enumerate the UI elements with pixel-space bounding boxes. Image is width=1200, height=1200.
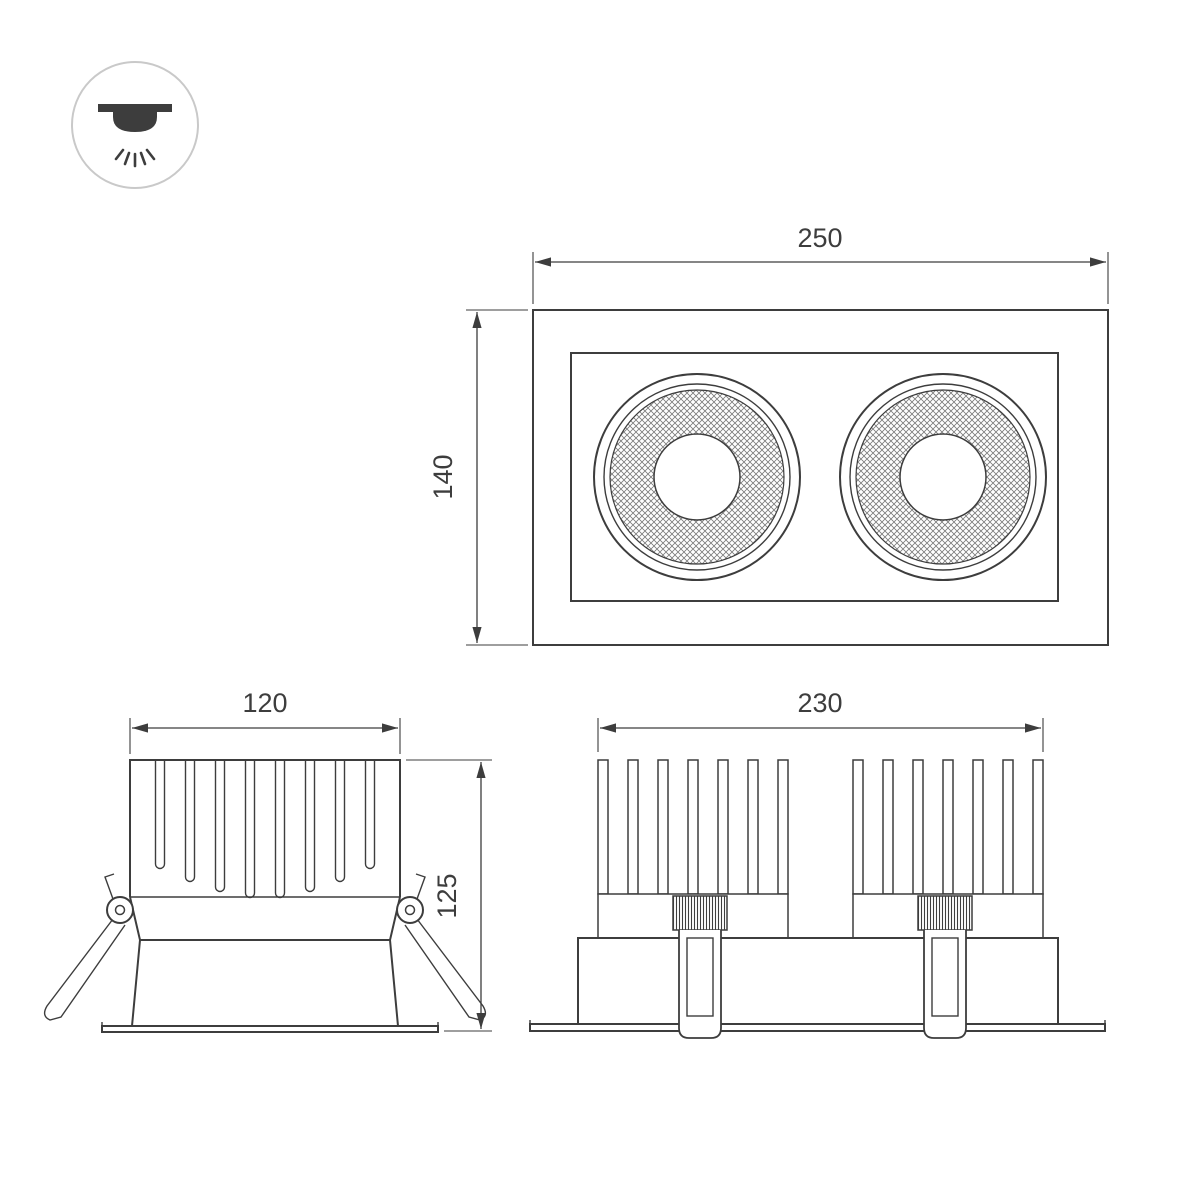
dimension-side-width: 120 bbox=[129, 688, 401, 754]
dimension-front-width: 250 bbox=[532, 223, 1109, 304]
side-height-label: 125 bbox=[432, 873, 462, 918]
dimension-rear-width: 230 bbox=[597, 688, 1044, 752]
front-width-label: 250 bbox=[797, 223, 842, 253]
latch-right bbox=[917, 895, 973, 1039]
rear-width-label: 230 bbox=[797, 688, 842, 718]
light-rays bbox=[114, 148, 156, 168]
dimension-front-height: 140 bbox=[428, 309, 528, 646]
dimension-side-height: 125 bbox=[406, 759, 492, 1032]
recessed-downlight-icon bbox=[71, 61, 199, 189]
heatsink-fins bbox=[154, 760, 376, 899]
side-width-label: 120 bbox=[242, 688, 287, 718]
latch-left bbox=[672, 895, 728, 1039]
spring-clip-left bbox=[43, 873, 134, 1021]
front-view: 250 140 bbox=[428, 223, 1109, 646]
side-view: 120 125 bbox=[43, 688, 492, 1033]
lamp-left bbox=[593, 373, 801, 581]
long-side-view: 230 bbox=[529, 688, 1106, 1039]
front-height-label: 140 bbox=[428, 454, 458, 499]
lamp-right bbox=[839, 373, 1047, 581]
